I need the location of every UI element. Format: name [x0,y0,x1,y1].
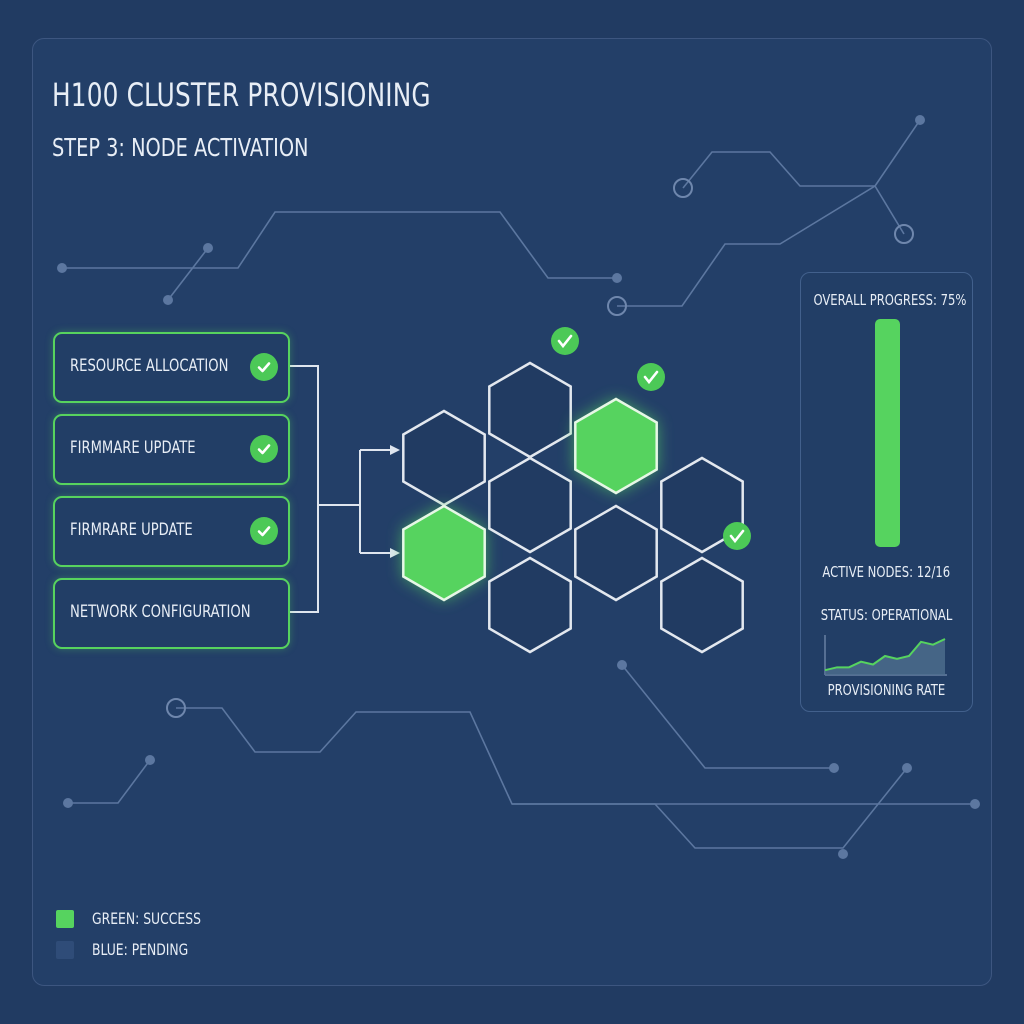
node-hexagon-pending[interactable] [488,361,572,459]
legend-swatch-blue [56,940,74,959]
page-subtitle: STEP 3: NODE ACTIVATION [52,133,309,162]
provisioning-rate-label: PROVISIONING RATE [827,681,946,699]
node-hexagon-pending[interactable] [574,504,658,602]
step-firmware-update[interactable]: FIRMMARE UPDATE [53,414,290,485]
node-hexagon-pending[interactable] [660,456,744,554]
overall-progress-label: OVERALL PROGRESS: 75% [813,291,967,309]
checkmark-icon [557,334,573,349]
step-label: FIRMRARE UPDATE [70,520,193,540]
step-firmware-update-2[interactable]: FIRMRARE UPDATE [53,496,290,567]
checkmark-icon [643,370,659,385]
legend-swatch-green [56,909,74,928]
step-label: FIRMMARE UPDATE [70,438,196,458]
provisioning-rate-sparkline [824,635,947,676]
step-label: NETWORK CONFIGURATION [70,602,251,622]
node-hexagon-success[interactable] [402,504,486,602]
legend-label: GREEN: SUCCESS [92,909,201,928]
node-hexagon-pending[interactable] [402,409,486,507]
progress-bar-fill [875,319,900,547]
page-title: H100 CLUSTER PROVISIONING [52,76,431,114]
sparkline-line [824,638,946,672]
legend-pending: BLUE: PENDING [56,940,204,959]
status-panel: OVERALL PROGRESS: 75% ACTIVE NODES: 12/1… [800,272,973,712]
node-hexagon-pending[interactable] [488,456,572,554]
checkmark-icon [729,529,745,544]
check-circle-icon [250,517,278,545]
check-circle-icon [250,435,278,463]
node-hexagon-success[interactable] [574,397,658,495]
progress-bar [875,319,900,547]
check-circle-icon [723,522,751,550]
legend-success: GREEN: SUCCESS [56,909,219,928]
legend-label: BLUE: PENDING [92,940,189,959]
status-label: STATUS: OPERATIONAL [820,606,953,624]
step-label: RESOURCE ALLOCATION [70,356,229,376]
node-hexagon-pending[interactable] [660,556,744,654]
step-network-configuration[interactable]: NETWORK CONFIGURATION [53,578,290,649]
check-circle-icon [637,363,665,391]
node-hexagon-pending[interactable] [488,556,572,654]
step-resource-allocation[interactable]: RESOURCE ALLOCATION [53,332,290,403]
check-circle-icon [250,353,278,381]
check-circle-icon [551,327,579,355]
active-nodes-label: ACTIVE NODES: 12/16 [822,563,951,581]
